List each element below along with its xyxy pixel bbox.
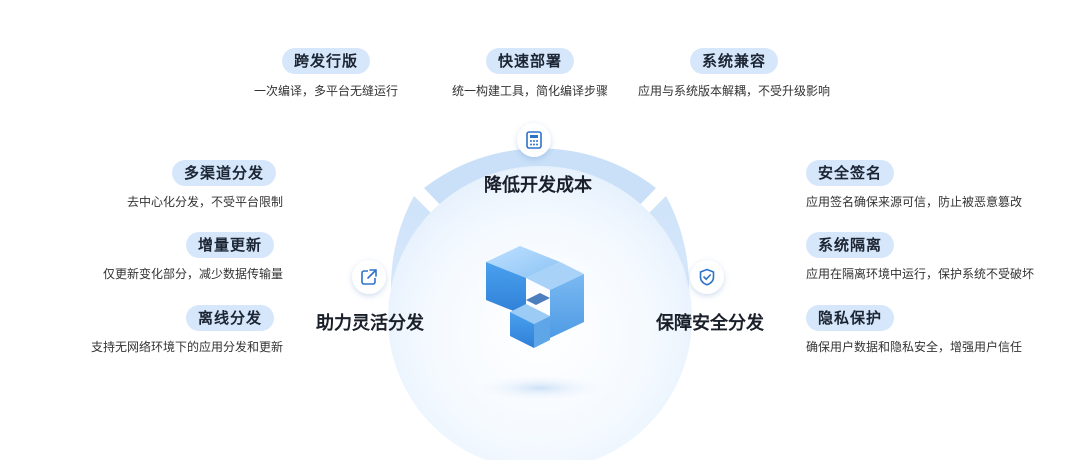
feature-desc-incremental: 仅更新变化部分，减少数据传输量 bbox=[102, 267, 283, 281]
feature-desc-offline: 支持无网络环境下的应用分发和更新 bbox=[90, 340, 283, 354]
feature-desc-cross-distro: 一次编译，多平台无缝运行 bbox=[253, 84, 399, 98]
segment-label-right: 保障安全分发 bbox=[656, 313, 764, 334]
calculator-icon bbox=[517, 123, 551, 157]
share-export-icon bbox=[352, 260, 386, 294]
feature-pill-fast-deploy: 快速部署 bbox=[485, 48, 575, 74]
feature-desc-signing: 应用签名确保来源可信，防止被恶意篡改 bbox=[806, 195, 1023, 209]
feature-desc-compat: 应用与系统版本解耦，不受升级影响 bbox=[637, 84, 831, 98]
feature-pill-incremental: 增量更新 bbox=[186, 232, 275, 258]
segment-label-left: 助力灵活分发 bbox=[316, 313, 424, 334]
feature-pill-signing: 安全签名 bbox=[806, 160, 895, 186]
feature-pill-isolation: 系统隔离 bbox=[806, 232, 895, 258]
cube-logo-icon bbox=[486, 246, 584, 348]
feature-desc-multichannel: 去中心化分发，不受平台限制 bbox=[126, 195, 283, 209]
feature-pill-cross-distro: 跨发行版 bbox=[281, 48, 371, 74]
feature-pill-compat: 系统兼容 bbox=[689, 48, 779, 74]
feature-desc-fast-deploy: 统一构建工具，简化编译步骤 bbox=[451, 84, 609, 98]
segment-label-top: 降低开发成本 bbox=[484, 175, 592, 196]
feature-desc-privacy: 确保用户数据和隐私安全，增强用户信任 bbox=[806, 340, 1023, 354]
feature-pill-offline: 离线分发 bbox=[186, 305, 275, 331]
cube-shadow bbox=[470, 374, 610, 402]
shield-check-icon bbox=[690, 260, 724, 294]
feature-pill-multichannel: 多渠道分发 bbox=[172, 160, 277, 186]
feature-desc-isolation: 应用在隔离环境中运行，保护系统不受破坏 bbox=[806, 267, 1035, 281]
feature-pill-privacy: 隐私保护 bbox=[806, 305, 895, 331]
